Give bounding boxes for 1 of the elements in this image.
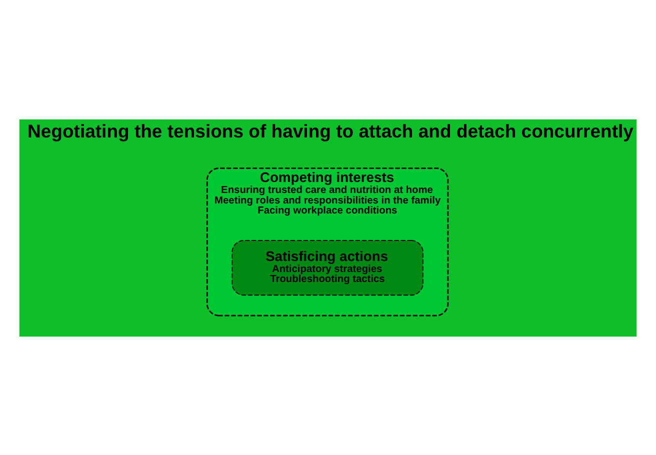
node-box: Satisficing actions Anticipatory strategies Troubleshooting tactics: [232, 240, 424, 296]
